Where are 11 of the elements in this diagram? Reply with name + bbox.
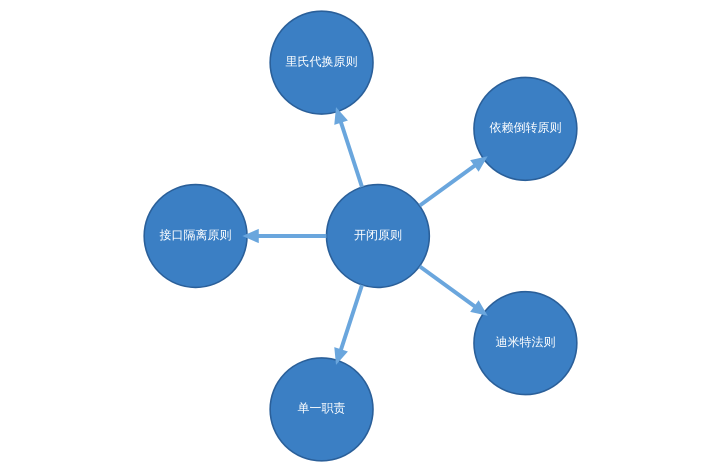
node-circle: 单一职责 — [268, 357, 374, 462]
arrow — [418, 264, 488, 316]
arrow — [242, 228, 326, 244]
node-circle: 里氏代换原则 — [268, 10, 374, 115]
arrow — [418, 156, 488, 208]
node-circle: 接口隔离原则 — [142, 184, 248, 288]
arrow — [334, 107, 364, 188]
node-circle: 迪米特法则 — [472, 290, 578, 396]
node-circle: 开闭原则 — [325, 184, 430, 288]
arrow — [334, 284, 364, 365]
node-circle: 依赖倒转原则 — [472, 76, 578, 182]
